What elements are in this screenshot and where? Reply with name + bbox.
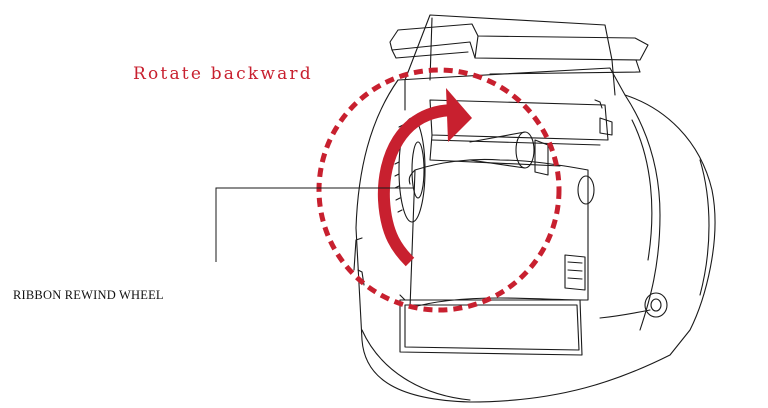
dashed-circle-icon <box>316 67 562 313</box>
printer-rear-housing <box>404 14 616 111</box>
curved-arrow-icon <box>377 88 472 267</box>
printer-side-panel <box>624 94 661 331</box>
rotation-direction-label: Rotate backward <box>133 64 313 84</box>
leader-line <box>215 187 413 262</box>
side-knob <box>644 292 668 318</box>
printer-body <box>355 67 716 403</box>
label-stock <box>409 158 589 309</box>
printer-top-cover <box>389 23 649 61</box>
front-opening <box>399 299 583 356</box>
ribbon-compartment <box>429 99 609 141</box>
part-callout-label: RIBBON REWIND WHEEL <box>13 288 164 302</box>
